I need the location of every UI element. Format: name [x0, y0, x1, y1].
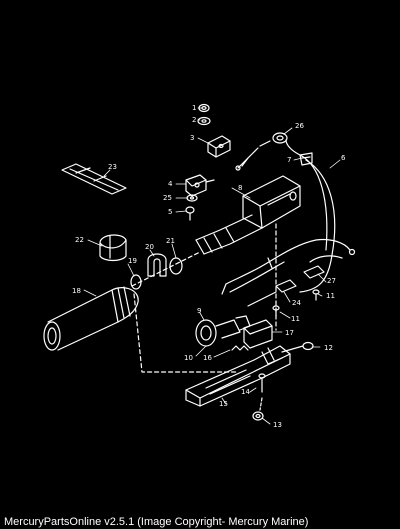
part-lower-housing [185, 345, 291, 407]
callout-27: 27 [327, 277, 336, 285]
part-cable-clamp-2 [303, 265, 325, 279]
callout-7: 7 [287, 156, 291, 164]
callout-4: 4 [168, 180, 173, 188]
copyright-footer: MercuryPartsOnline v2.5.1 (Image Copyrig… [4, 516, 309, 528]
callout-1: 1 [192, 104, 196, 112]
callout-23: 23 [108, 163, 117, 171]
part-spring [231, 345, 249, 351]
callout-3: 3 [190, 134, 194, 142]
callout-17: 17 [285, 329, 294, 337]
callout-25: 25 [163, 194, 172, 202]
part-cable-clamp [247, 279, 297, 307]
part-screw-lower [258, 373, 266, 393]
part-screw [185, 206, 195, 221]
callout-5: 5 [168, 208, 172, 216]
part-throttle-knob [195, 315, 251, 347]
part-wire-harness [221, 238, 356, 295]
part-decal [61, 163, 127, 195]
part-bracket [207, 135, 231, 158]
callout-12: 12 [324, 344, 333, 352]
callout-21: 21 [166, 237, 175, 245]
part-handle-grip [43, 286, 139, 351]
part-screw-right [312, 289, 320, 301]
callout-13: 13 [273, 421, 282, 429]
part-cable-end [235, 140, 271, 171]
part-locknut [252, 397, 264, 421]
callout-26: 26 [295, 122, 304, 130]
callout-24: 24 [292, 299, 301, 307]
callout-16: 16 [203, 354, 212, 362]
callout-14: 14 [241, 388, 250, 396]
callout-15: 15 [219, 400, 228, 408]
leader-lines [83, 107, 341, 425]
callout-20: 20 [145, 243, 154, 251]
part-retainer [147, 253, 167, 277]
part-grommet [272, 132, 288, 144]
callout-11-middle: 11 [291, 315, 300, 323]
callout-8: 8 [238, 184, 242, 192]
part-grip-sleeve [99, 234, 127, 262]
callout-19: 19 [128, 257, 137, 265]
callout-10: 10 [184, 354, 193, 362]
part-washer [197, 116, 211, 126]
part-screw-middle [272, 305, 280, 317]
callout-18: 18 [72, 287, 81, 295]
callout-22: 22 [75, 236, 84, 244]
part-control-cable [285, 139, 336, 293]
callout-11-right: 11 [326, 292, 335, 300]
part-main-housing [195, 175, 301, 255]
part-clip [299, 152, 313, 166]
callout-6: 6 [341, 154, 346, 162]
part-mount-bracket [243, 319, 273, 349]
callout-2: 2 [192, 116, 196, 124]
part-screw-block [185, 174, 215, 197]
callout-9: 9 [197, 307, 201, 315]
